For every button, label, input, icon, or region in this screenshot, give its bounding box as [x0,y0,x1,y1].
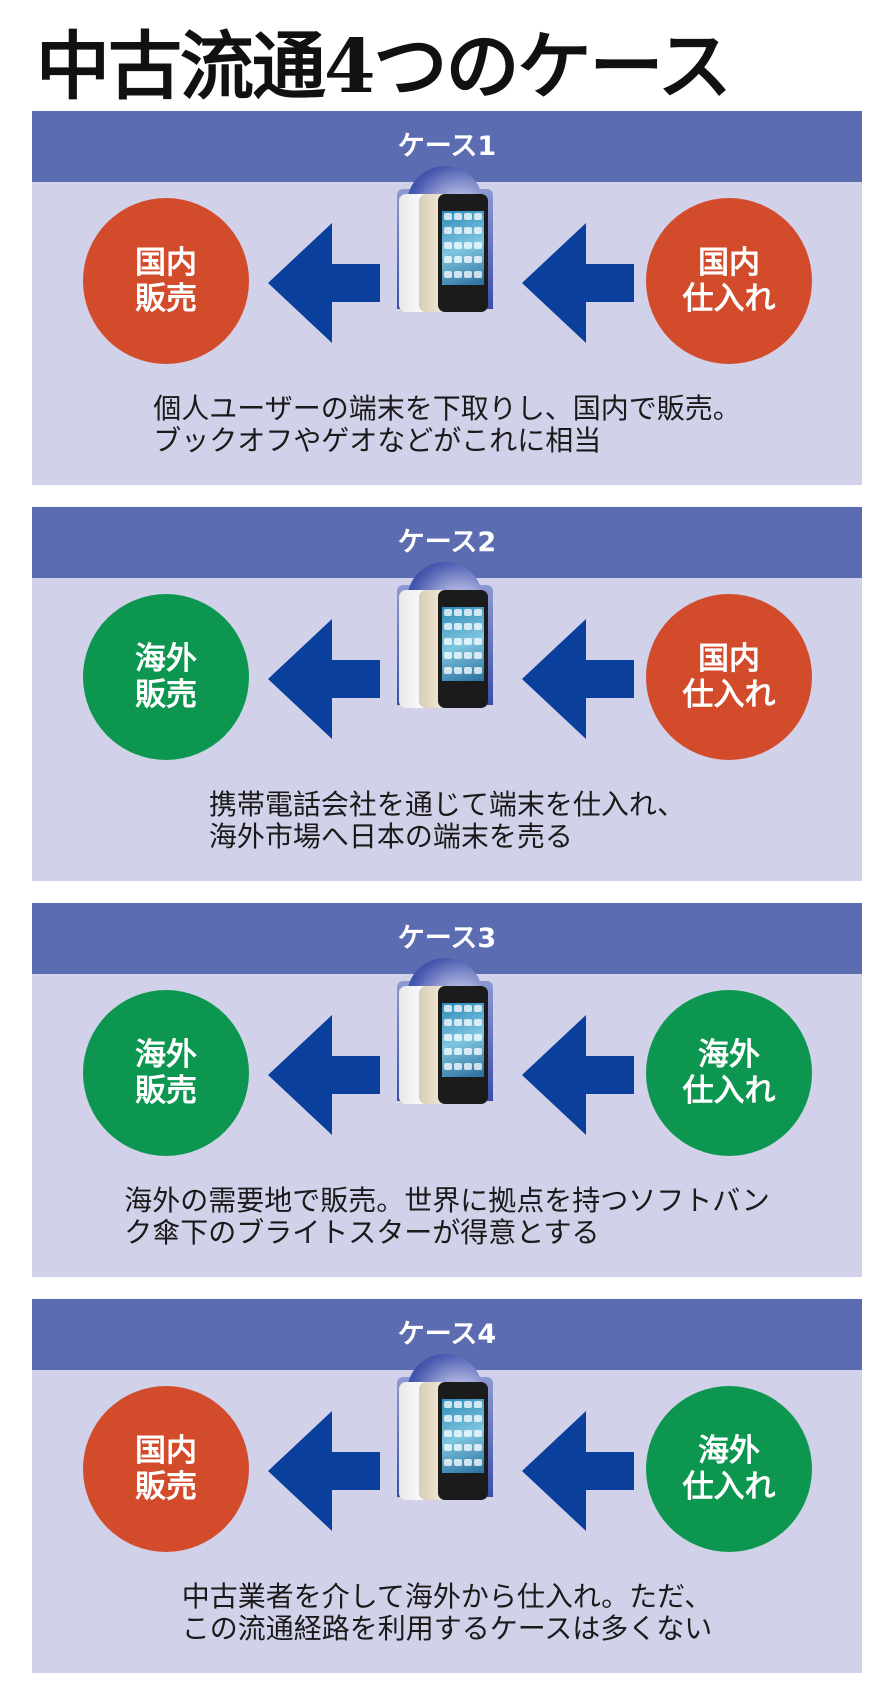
description-line: 海外の需要地で販売。世界に拠点を持つソフトバン [124,1184,770,1217]
sell-circle: 国内 販売 [83,198,249,364]
buy-label-line1: 国内 [698,641,760,677]
buy-label-line2: 仕入れ [682,1469,776,1505]
description-line: 中古業者を介して海外から仕入れ。ただ、 [181,1580,713,1613]
description-line: 携帯電話会社を通じて端末を仕入れ、 [208,788,686,821]
phone-black-icon [438,194,488,312]
phone-black-icon [438,590,488,708]
case-description: 海外の需要地で販売。世界に拠点を持つソフトバン ク傘下のブライトスターが得意とす… [124,1185,769,1249]
description-line: この流通経路を利用するケースは多くない [181,1612,713,1645]
buy-circle: 国内 仕入れ [646,198,812,364]
sell-label-line1: 国内 [135,1433,197,1469]
page-title: 中古流通4つのケース [36,24,732,110]
phone-black-icon [438,1382,488,1500]
sell-circle: 国内 販売 [83,1386,249,1552]
sell-label-line1: 海外 [135,641,197,677]
case-body: 海外 販売 国内 仕入れ 携帯電話会社を通じて端末を仕入れ、 海外市場へ日本の端… [32,562,862,881]
buy-label-line2: 仕入れ [682,281,776,317]
buy-circle: 国内 仕入れ [646,594,812,760]
arrow-left-icon [522,619,634,739]
sell-label-line1: 国内 [135,245,197,281]
buy-label-line1: 海外 [698,1037,760,1073]
buy-label-line2: 仕入れ [682,677,776,713]
buy-circle: 海外 仕入れ [646,1386,812,1552]
buy-circle: 海外 仕入れ [646,990,812,1156]
description-line: ク傘下のブライトスターが得意とする [124,1216,600,1249]
sell-label-line1: 海外 [135,1037,197,1073]
arrow-left-icon [268,1015,380,1135]
sell-label-line2: 販売 [135,1469,197,1505]
case-panel: ケース1 国内 販売 国内 仕入れ 個人ユーザーの端末を下取りし、国内で販売。 … [32,111,862,485]
case-description: 携帯電話会社を通じて端末を仕入れ、 海外市場へ日本の端末を売る [209,789,685,853]
case-body: 海外 販売 海外 仕入れ 海外の需要地で販売。世界に拠点を持つソフトバン ク傘下… [32,958,862,1277]
sell-circle: 海外 販売 [83,990,249,1156]
case-panel: ケース4 国内 販売 海外 仕入れ 中古業者を介して海外から仕入れ。ただ、 この… [32,1299,862,1673]
arrow-left-icon [268,619,380,739]
buy-label-line1: 海外 [698,1433,760,1469]
arrow-left-icon [268,1411,380,1531]
case-body: 国内 販売 海外 仕入れ 中古業者を介して海外から仕入れ。ただ、 この流通経路を… [32,1354,862,1673]
phone-black-icon [438,986,488,1104]
case-description: 中古業者を介して海外から仕入れ。ただ、 この流通経路を利用するケースは多くない [182,1581,713,1645]
sell-label-line2: 販売 [135,677,197,713]
sell-circle: 海外 販売 [83,594,249,760]
arrow-left-icon [522,1411,634,1531]
sell-label-line2: 販売 [135,1073,197,1109]
description-line: ブックオフやゲオなどがこれに相当 [153,424,602,457]
case-panel: ケース3 海外 販売 海外 仕入れ 海外の需要地で販売。世界に拠点を持つソフトバ… [32,903,862,1277]
case-body: 国内 販売 国内 仕入れ 個人ユーザーの端末を下取りし、国内で販売。 ブックオフ… [32,166,862,485]
description-line: 個人ユーザーの端末を下取りし、国内で販売。 [153,392,741,425]
buy-label-line1: 国内 [698,245,760,281]
arrow-left-icon [522,223,634,343]
arrow-left-icon [268,223,380,343]
case-description: 個人ユーザーの端末を下取りし、国内で販売。 ブックオフやゲオなどがこれに相当 [153,393,740,457]
description-line: 海外市場へ日本の端末を売る [208,820,573,853]
buy-label-line2: 仕入れ [682,1073,776,1109]
sell-label-line2: 販売 [135,281,197,317]
arrow-left-icon [522,1015,634,1135]
case-panel: ケース2 海外 販売 国内 仕入れ 携帯電話会社を通じて端末を仕入れ、 海外市場… [32,507,862,881]
